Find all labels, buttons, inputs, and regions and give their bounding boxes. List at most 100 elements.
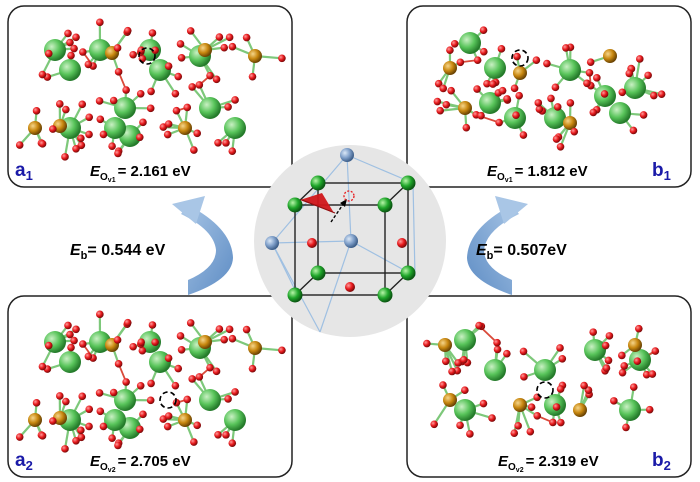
atom-green: [59, 59, 81, 81]
atom-red: [135, 133, 144, 142]
atom-red: [442, 100, 451, 109]
vacancy-marker: [536, 381, 554, 399]
atom-red: [49, 125, 57, 133]
atom-green: [454, 329, 476, 351]
atom-red: [163, 130, 172, 139]
atom-red: [206, 71, 214, 80]
atom-red: [441, 357, 450, 366]
atom-red: [436, 106, 445, 115]
structure-a1: [15, 18, 286, 161]
atom-green: [619, 399, 641, 421]
atom-red: [113, 336, 122, 344]
structure-b2: [423, 321, 660, 438]
atom-red: [552, 403, 561, 411]
vacancy-marker: [138, 47, 156, 65]
atom-red: [513, 52, 521, 61]
energy-label-a2: EOv2= 2.705 eV: [90, 453, 191, 474]
panel-label-a1: a1: [15, 160, 33, 183]
atom-gold: [573, 403, 587, 417]
atom-red: [148, 321, 157, 329]
atom-red: [456, 421, 464, 430]
oxygen-vacancy-marker: [343, 190, 355, 202]
atom-red: [433, 97, 442, 106]
atom-green: [624, 77, 646, 99]
atom-green: [534, 359, 556, 381]
atom-red: [519, 131, 528, 139]
atom-red: [498, 86, 507, 95]
atom-red: [136, 381, 145, 390]
atom-red: [114, 68, 123, 76]
atom-green-corner: [400, 265, 416, 281]
atom-red: [278, 54, 286, 63]
atom-red: [527, 403, 536, 412]
curved-arrow-left: [172, 196, 233, 295]
atom-red: [176, 40, 185, 48]
atom-red: [248, 364, 257, 373]
atom-red: [625, 69, 634, 78]
barrier-label-left: Eb= 0.544 eV: [70, 242, 166, 262]
atom-red: [224, 103, 232, 111]
atom-red: [174, 72, 183, 81]
barrier-label-right: Eb= 0.507eV: [476, 242, 567, 262]
atom-gold: [28, 121, 42, 135]
atom-green: [199, 389, 221, 411]
atom-red: [479, 26, 488, 34]
atom-green: [224, 409, 246, 431]
atom-red: [70, 336, 78, 345]
atom-red: [586, 58, 595, 66]
atom-red: [183, 395, 192, 404]
atom-red: [195, 373, 204, 381]
atom-red: [129, 342, 137, 351]
atom-red: [151, 46, 159, 55]
atom-red: [580, 381, 588, 390]
atom-red: [139, 118, 147, 127]
atom-red: [620, 362, 629, 370]
atom-red: [651, 347, 660, 355]
atom-red: [466, 430, 474, 438]
atom-green: [149, 59, 171, 81]
atom-red: [151, 338, 159, 347]
atom-red: [99, 422, 108, 431]
atom-red: [489, 80, 497, 88]
atom-red: [146, 396, 155, 405]
atom-red: [439, 381, 447, 389]
atom-red: [32, 107, 41, 115]
atom-red: [77, 433, 86, 442]
atom-red: [64, 29, 72, 38]
atom-red: [454, 359, 462, 367]
atom-red: [85, 422, 93, 431]
atom-red: [622, 423, 630, 432]
atom-red: [190, 146, 198, 154]
atom-gold: [458, 101, 472, 115]
atom-red: [79, 48, 87, 56]
atom-gold: [28, 413, 42, 427]
atom-red: [423, 339, 431, 348]
atom-gold: [443, 61, 457, 75]
atom-red: [434, 79, 443, 88]
atom-gold: [248, 341, 262, 355]
atom-red: [557, 418, 565, 427]
atom-red: [186, 319, 195, 327]
atom-red: [224, 395, 232, 403]
atom-red: [566, 99, 575, 107]
atom-red: [78, 100, 87, 109]
atom-red: [44, 341, 53, 350]
atom-red: [397, 238, 407, 248]
atom-red: [66, 38, 74, 47]
atom-red: [228, 334, 237, 343]
atom-red: [146, 104, 155, 113]
atom-red: [188, 375, 196, 383]
atom-red: [657, 90, 666, 98]
atom-red: [62, 105, 70, 114]
atom-red: [195, 81, 204, 89]
atom-red: [214, 138, 222, 147]
atom-red: [553, 103, 562, 111]
atom-red: [95, 97, 104, 105]
atom-red: [15, 141, 24, 149]
atom-red: [77, 141, 86, 150]
atom-red: [108, 142, 116, 151]
atom-red: [551, 83, 560, 92]
atom-red: [215, 33, 224, 41]
atom-red: [479, 399, 488, 408]
